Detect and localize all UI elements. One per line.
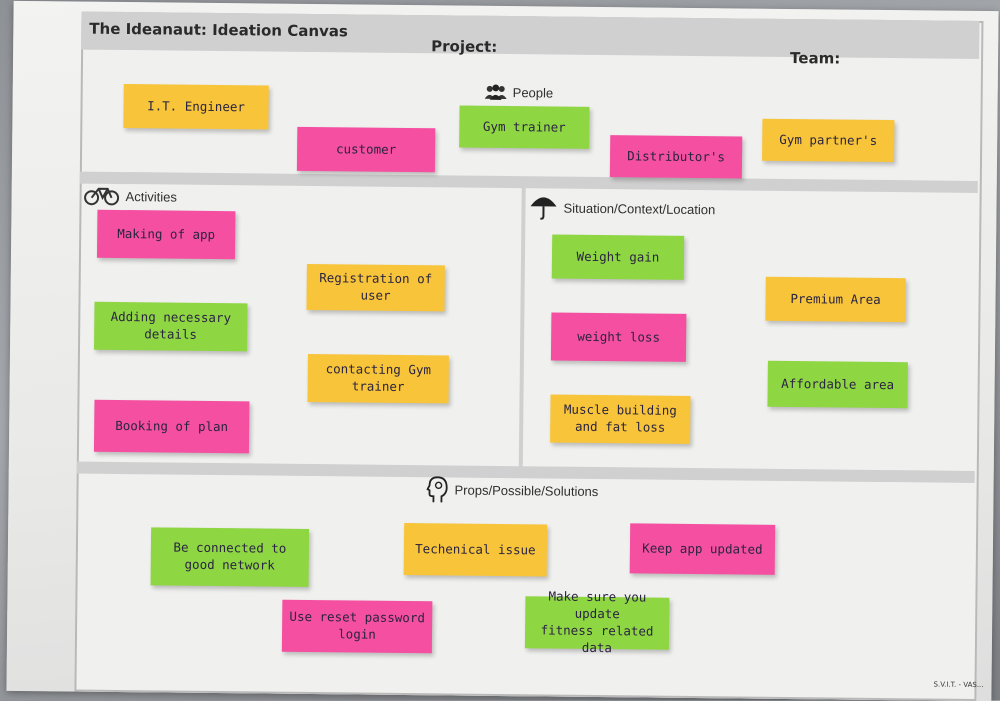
sticky-note: Registration of user xyxy=(306,263,445,312)
project-label: Project: xyxy=(431,37,498,56)
section-props: Props/Possible/Solutions xyxy=(426,475,598,505)
sticky-note: Gym trainer xyxy=(459,105,590,149)
sticky-note: Adding necessary details xyxy=(93,301,248,352)
canvas-sheet: The Ideanaut: Ideation Canvas Project: T… xyxy=(6,0,999,701)
sticky-note: Muscle building and fat loss xyxy=(550,394,691,444)
sticky-note: Premium Area xyxy=(765,276,906,323)
team-label: Team: xyxy=(789,48,841,68)
sticky-note: weight loss xyxy=(550,312,687,362)
section-situation-label: Situation/Context/Location xyxy=(563,200,716,217)
sticky-note: Weight gain xyxy=(551,234,685,280)
sticky-note: Making of app xyxy=(96,209,236,260)
section-situation: Situation/Context/Location xyxy=(529,194,715,222)
sticky-note: Affordable area xyxy=(767,360,908,409)
sticky-note: I.T. Engineer xyxy=(123,84,269,130)
sticky-note: Keep app updated xyxy=(629,523,776,575)
sticky-note: contacting Gym trainer xyxy=(307,353,449,404)
section-activities: Activities xyxy=(83,186,177,207)
canvas-title: The Ideanaut: Ideation Canvas xyxy=(89,19,348,41)
umbrella-icon xyxy=(530,197,557,220)
sticky-note: customer xyxy=(296,126,436,173)
sticky-note: Be connected to good network xyxy=(150,527,310,587)
section-activities-label: Activities xyxy=(125,188,177,205)
sticky-note: Booking of plan xyxy=(93,399,250,454)
footer-mark: S.V.I.T. - VAS... xyxy=(933,680,984,690)
section-props-label: Props/Possible/Solutions xyxy=(454,482,599,499)
section-people-label: People xyxy=(512,84,554,101)
head-idea-icon xyxy=(426,476,448,503)
sticky-note: Techenical issue xyxy=(403,522,548,577)
sticky-note: Make sure you update fitness related dat… xyxy=(524,589,670,655)
sticky-note: Distributor's xyxy=(609,135,743,179)
sticky-note: Use reset password login xyxy=(281,599,433,654)
people-icon xyxy=(484,84,507,100)
bicycle-icon xyxy=(84,187,120,206)
section-people: People xyxy=(484,84,554,101)
sticky-note: Gym partner's xyxy=(762,118,895,163)
